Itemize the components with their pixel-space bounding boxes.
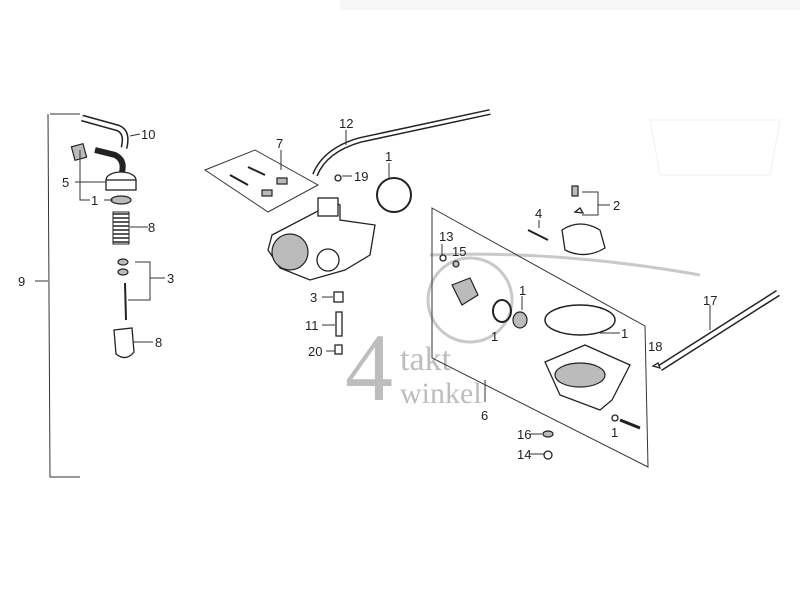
- callout-3: 3: [167, 271, 174, 286]
- group-bracket: [47, 113, 80, 478]
- callout-1: 1: [91, 193, 98, 208]
- watermark-digit: 4: [345, 314, 393, 421]
- callout-13: 13: [439, 229, 453, 244]
- callout-20: 20: [308, 344, 322, 359]
- watermark-line2: winkel: [400, 377, 482, 410]
- callout-2: 2: [613, 198, 620, 213]
- chamber-set-panel: [431, 207, 649, 468]
- fuel-inlet-part: [451, 277, 479, 306]
- watermark-logo: 4 takt winkel: [345, 252, 701, 421]
- callout-14: 14: [517, 447, 531, 462]
- callout-9: 9: [18, 274, 25, 289]
- float-chamber-group: 2 4 13 15 1 1 1 6 17 18 16 14 1: [431, 185, 780, 468]
- callout-15: 15: [452, 244, 466, 259]
- callout-6: 6: [481, 408, 488, 423]
- callout-10: 10: [141, 127, 155, 142]
- callout-11: 11: [305, 318, 319, 333]
- callout-5: 5: [62, 175, 69, 190]
- callout-8b: 8: [155, 335, 162, 350]
- float-part: [561, 223, 606, 256]
- background-faint-marks: [340, 0, 800, 176]
- callout-4: 4: [535, 206, 542, 221]
- callout-1e: 1: [621, 326, 628, 341]
- callout-8: 8: [148, 220, 155, 235]
- callout-18: 18: [648, 339, 662, 354]
- callout-1d: 1: [491, 329, 498, 344]
- callout-7: 7: [276, 136, 283, 151]
- carburetor-body-group: 7 12 1 19 3 11 20: [203, 109, 491, 359]
- callout-1c: 1: [519, 283, 526, 298]
- callout-3b: 3: [310, 290, 317, 305]
- callout-17: 17: [703, 293, 717, 308]
- callout-1b: 1: [385, 149, 392, 164]
- callout-16: 16: [517, 427, 531, 442]
- callout-1f: 1: [611, 425, 618, 440]
- fuel-valve-group: 10 5 1 8 3 8 9: [18, 113, 174, 478]
- callout-12: 12: [339, 116, 353, 131]
- callout-19: 19: [354, 169, 368, 184]
- screw-set-panel: [203, 149, 320, 213]
- watermark-line1: takt: [400, 341, 452, 378]
